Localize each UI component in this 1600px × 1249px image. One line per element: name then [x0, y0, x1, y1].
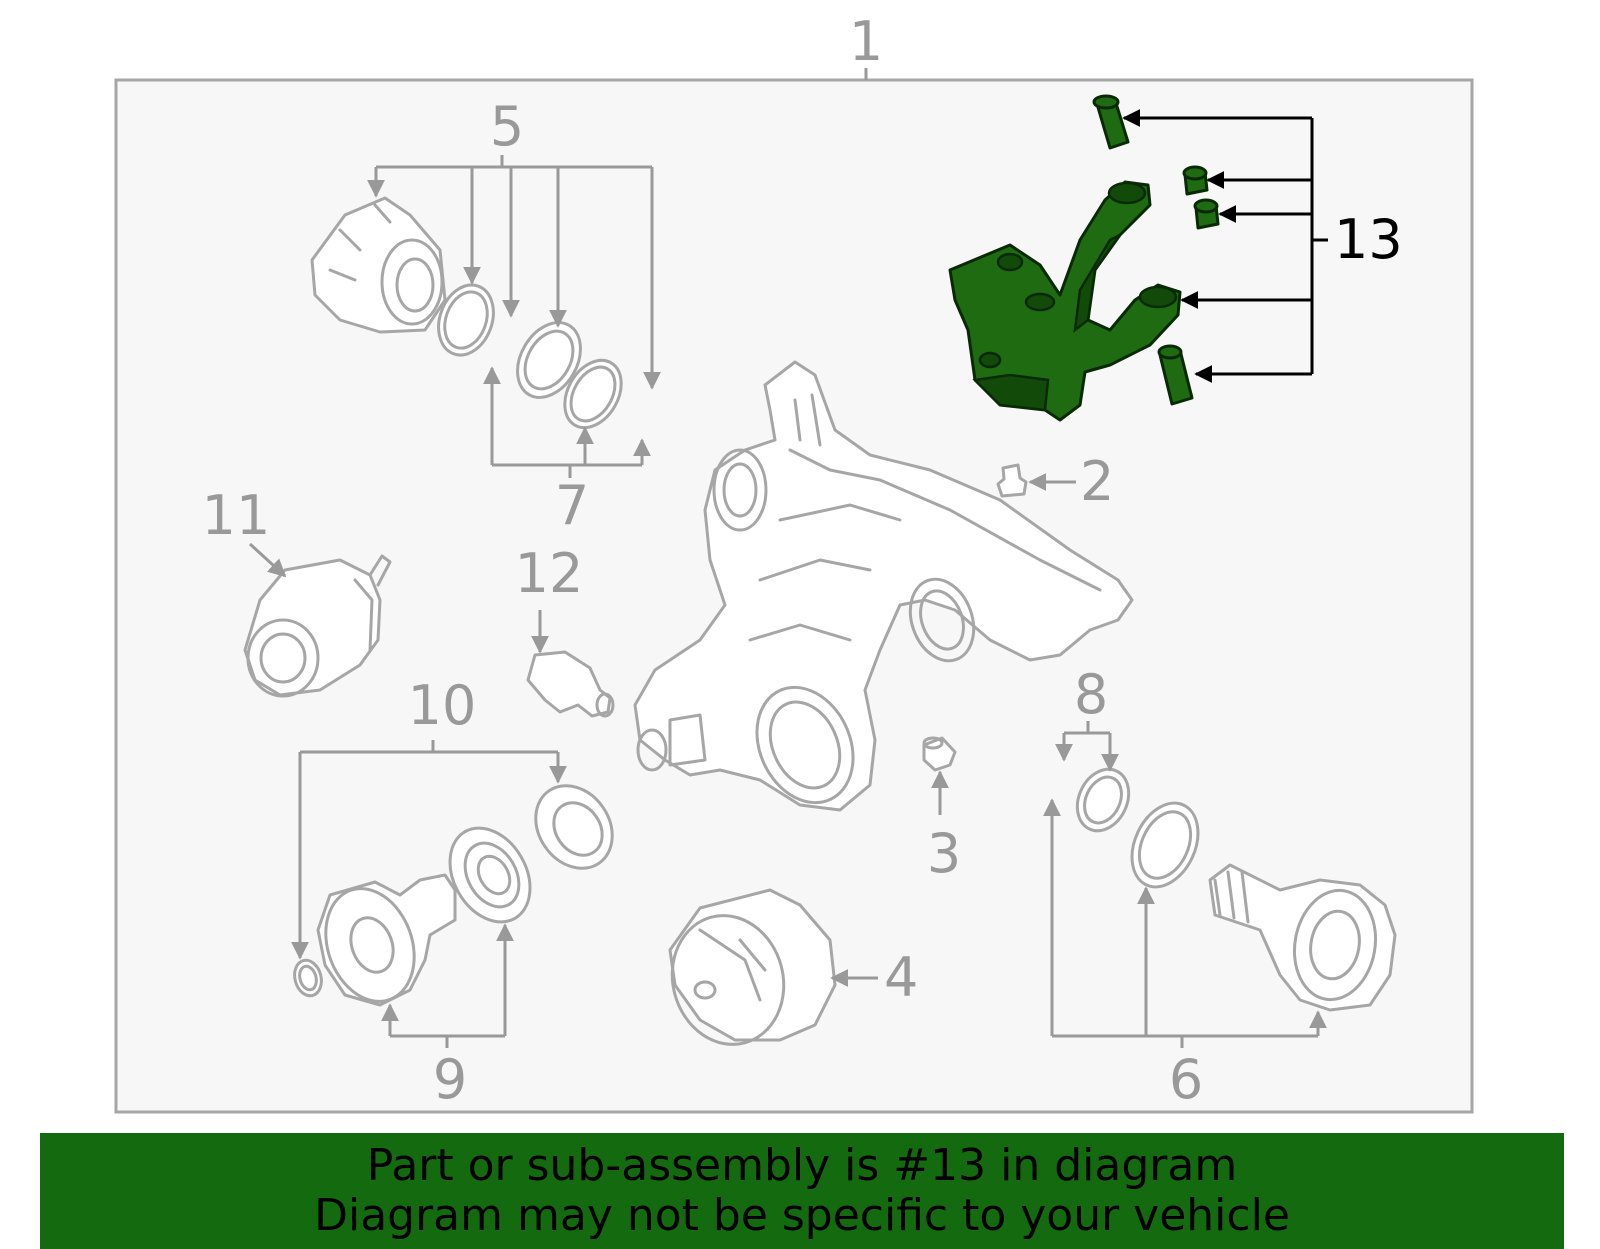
part-11-actuator[interactable]: [243, 554, 392, 698]
callout-7: 7: [555, 474, 589, 537]
part-13-crossmember-bracket[interactable]: [948, 94, 1220, 422]
part-3-bushing[interactable]: [922, 736, 957, 772]
part-6-seal[interactable]: [1119, 792, 1211, 897]
callout-1: 1: [849, 10, 883, 73]
callout-11: 11: [202, 484, 271, 547]
part-2-plug[interactable]: [996, 463, 1028, 498]
part-10-seal[interactable]: [520, 771, 628, 883]
banner-line-disclaimer: Diagram may not be specific to your vehi…: [314, 1190, 1290, 1241]
differential-carrier: [633, 360, 1134, 812]
part-4-mount[interactable]: [658, 888, 837, 1057]
part-13-bushing-bottom: [1157, 344, 1194, 406]
part-9-flange[interactable]: [311, 873, 457, 1014]
callout-13: 13: [1334, 208, 1403, 271]
callout-2: 2: [1080, 450, 1114, 513]
callout-9: 9: [433, 1048, 467, 1111]
info-banner: Part or sub-assembly is #13 in diagram D…: [40, 1133, 1564, 1249]
part-5-end-housing[interactable]: [310, 196, 447, 334]
part-5-seal-c: [563, 358, 623, 430]
callout-8: 8: [1074, 663, 1108, 726]
callout-6: 6: [1169, 1048, 1203, 1111]
callout-12: 12: [515, 542, 584, 605]
part-13-bushing-top: [1092, 94, 1130, 150]
part-12-sensor[interactable]: [526, 650, 615, 718]
callout-10: 10: [408, 674, 477, 737]
callout-4: 4: [884, 946, 918, 1009]
part-13-bushing-small-1: [1182, 165, 1209, 196]
banner-line-part: Part or sub-assembly is #13 in diagram: [366, 1140, 1238, 1191]
callout-3: 3: [927, 822, 961, 885]
part-13-bushing-small-2: [1193, 198, 1220, 230]
callout-5: 5: [490, 95, 524, 158]
part-5-seal-b: [516, 321, 582, 399]
part-6-output-shaft[interactable]: [1208, 863, 1397, 1012]
part-10-oring[interactable]: [291, 957, 325, 999]
part-9-bearing[interactable]: [434, 814, 546, 937]
